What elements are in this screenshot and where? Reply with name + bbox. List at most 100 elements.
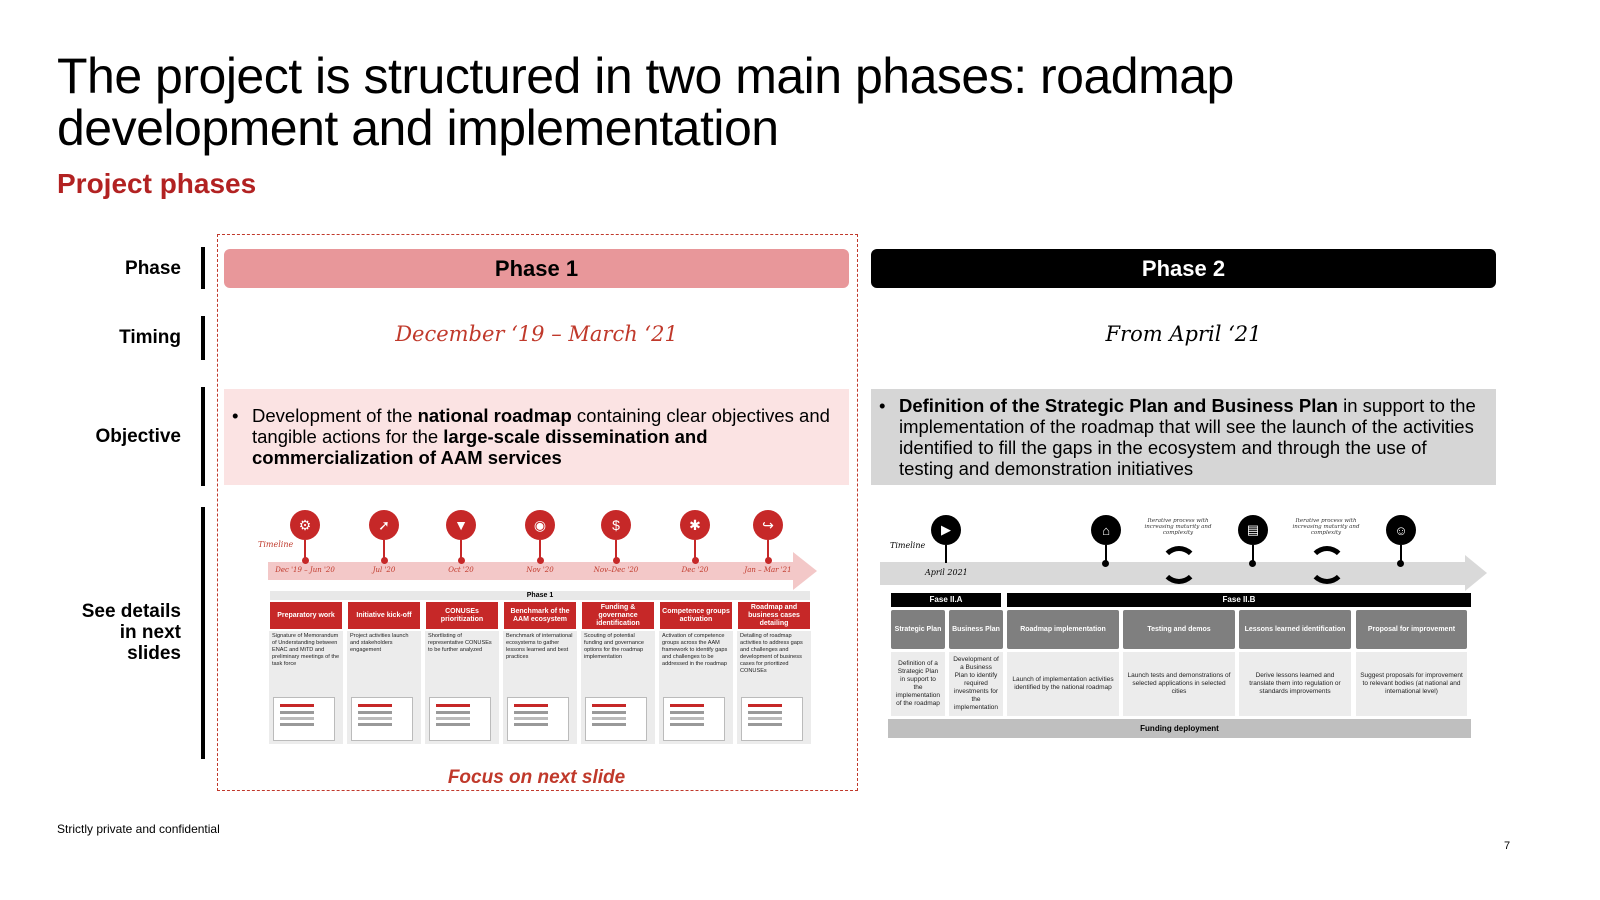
- rocket-icon: ➚: [369, 510, 399, 540]
- pin-dot: [537, 557, 544, 564]
- obj1-text-2: containing clear objectives and tangible…: [252, 405, 830, 447]
- slide-thumbnail: [585, 697, 647, 741]
- network-icon: ✱: [680, 510, 710, 540]
- cycle-note: Iterative process with increasing maturi…: [1144, 518, 1212, 536]
- row-divider-timing: [201, 316, 205, 360]
- p1-card-text: Project activities launch and stakeholde…: [350, 633, 409, 653]
- share-arrow-icon: ↪: [753, 510, 783, 540]
- obj1-text-1: Development of the: [252, 405, 418, 426]
- institution-icon: ⌂: [1091, 515, 1121, 545]
- phase2-objective: • Definition of the Strategic Plan and B…: [871, 389, 1496, 485]
- date-label: Nov–Dec '20: [593, 566, 639, 574]
- p1-card-head: Competence groups activation: [660, 602, 732, 629]
- date-label: April 2021: [925, 568, 968, 577]
- p1-card-body: Activation of competence groups across t…: [659, 631, 733, 744]
- phase2-timing: From April ‘21: [1105, 322, 1262, 346]
- date-label: Dec '20: [681, 566, 709, 574]
- slide-thumbnail: [507, 697, 569, 741]
- p2-card-body: Definition of a Strategic Plan in suppor…: [891, 652, 945, 716]
- pin-stem: [460, 540, 462, 558]
- pin-stem: [304, 540, 306, 558]
- p1-card-body: Project activities launch and stakeholde…: [347, 631, 421, 744]
- p2-card-head: Testing and demos: [1123, 610, 1235, 649]
- phase2-header: Phase 2: [871, 249, 1496, 288]
- money-icon: $: [601, 510, 631, 540]
- p2-card-head: Strategic Plan: [891, 610, 945, 649]
- pin-dot: [302, 557, 309, 564]
- fase-a-bar: Fase II.A: [891, 593, 1001, 607]
- globe-icon: ◉: [525, 510, 555, 540]
- p1-card-text: Activation of competence groups across t…: [662, 633, 728, 667]
- pin-stem: [615, 540, 617, 558]
- confidentiality-footer: Strictly private and confidential: [57, 822, 220, 836]
- pin-stem: [1400, 545, 1402, 563]
- timeline-label: Timeline: [258, 540, 294, 549]
- date-label: Nov '20: [526, 566, 554, 574]
- phase1-focus-frame: [217, 234, 858, 791]
- bullet-icon: •: [879, 395, 886, 416]
- phase1-detail-timeline: Timeline ⚙ Dec '19 – Jun '20 ➚ Jul '20 ▼…: [258, 510, 823, 750]
- p1-card-head: Preparatory work: [270, 602, 342, 629]
- cycle-note: Iterative process with increasing maturi…: [1292, 518, 1360, 536]
- funding-bar: Funding deployment: [888, 719, 1471, 738]
- obj2-bold-1: Definition of the Strategic Plan and Bus…: [899, 395, 1338, 416]
- slide-thumbnail: [741, 697, 803, 741]
- page-number: 7: [1504, 840, 1511, 852]
- row-divider-details: [201, 507, 205, 759]
- p2-card-body: Launch tests and demonstrations of selec…: [1123, 652, 1235, 716]
- pin-stem: [945, 545, 947, 563]
- date-label: Oct '20: [448, 566, 474, 574]
- cycle-arrows-icon: [1308, 546, 1346, 584]
- phase1-mini-bar: Phase 1: [270, 591, 810, 600]
- p2-card-head: Lessons learned identification: [1239, 610, 1351, 649]
- play-icon: ▶: [931, 515, 961, 545]
- p1-card-text: Detailing of roadmap activities to addre…: [740, 633, 803, 674]
- row-divider-phase: [201, 247, 205, 289]
- cycle-arrows-icon: [1160, 546, 1198, 584]
- p1-card-text: Scouting of potential funding and govern…: [584, 633, 645, 660]
- p1-card-text: Benchmark of international ecosystems to…: [506, 633, 573, 660]
- p1-card-head: Benchmark of the AAM ecosystem: [504, 602, 576, 629]
- row-label-timing: Timing: [119, 327, 181, 348]
- p1-card-body: Shortlisting of representative CONUSEs t…: [425, 631, 499, 744]
- section-subtitle: Project phases: [57, 168, 257, 199]
- pin-dot: [765, 557, 772, 564]
- p1-card-body: Detailing of roadmap activities to addre…: [737, 631, 811, 744]
- slide-thumbnail: [663, 697, 725, 741]
- phase2-detail-timeline: Timeline ▶ April 2021 ⌂ Iterative proces…: [880, 510, 1495, 750]
- phase1-header: Phase 1: [224, 249, 849, 288]
- p2-card-head: Business Plan: [949, 610, 1003, 649]
- p2-card-head: Roadmap implementation: [1007, 610, 1119, 649]
- p1-card-text: Shortlisting of representative CONUSEs t…: [428, 633, 492, 653]
- p1-card-body: Signature of Memorandum of Understanding…: [269, 631, 343, 744]
- slide-thumbnail: [351, 697, 413, 741]
- timeline-label: Timeline: [890, 541, 926, 550]
- p1-card-head: CONUSEs prioritization: [426, 602, 498, 629]
- pin-stem: [767, 540, 769, 558]
- filter-icon: ▼: [446, 510, 476, 540]
- pin-stem: [1252, 545, 1254, 563]
- fase-b-bar: Fase II.B: [1007, 593, 1471, 607]
- pin-dot: [613, 557, 620, 564]
- pin-dot: [1249, 560, 1256, 567]
- timeline-arrow: [268, 562, 793, 580]
- date-label: Jul '20: [372, 566, 396, 574]
- slide-title: The project is structured in two main ph…: [57, 48, 1234, 156]
- timeline-arrow-head: [793, 552, 817, 590]
- p2-card-body: Development of a Business Plan to identi…: [949, 652, 1003, 716]
- slide-thumbnail: [429, 697, 491, 741]
- pin-stem: [539, 540, 541, 558]
- p1-card-head: Initiative kick-off: [348, 602, 420, 629]
- people-icon: ☺: [1386, 515, 1416, 545]
- p1-card-head: Roadmap and business cases detailing: [738, 602, 810, 629]
- obj1-bold-2: large-scale dissemination and commercial…: [252, 426, 708, 468]
- pin-dot: [692, 557, 699, 564]
- timeline-arrow-head: [1465, 555, 1487, 591]
- date-label: Jan – Mar '21: [744, 566, 792, 574]
- presentation-icon: ▤: [1238, 515, 1268, 545]
- slide-thumbnail: [273, 697, 335, 741]
- obj2-text-1: in support to the implementation of the …: [899, 395, 1476, 479]
- p2-card-body: Derive lessons learned and translate the…: [1239, 652, 1351, 716]
- p1-card-body: Benchmark of international ecosystems to…: [503, 631, 577, 744]
- p1-card-body: Scouting of potential funding and govern…: [581, 631, 655, 744]
